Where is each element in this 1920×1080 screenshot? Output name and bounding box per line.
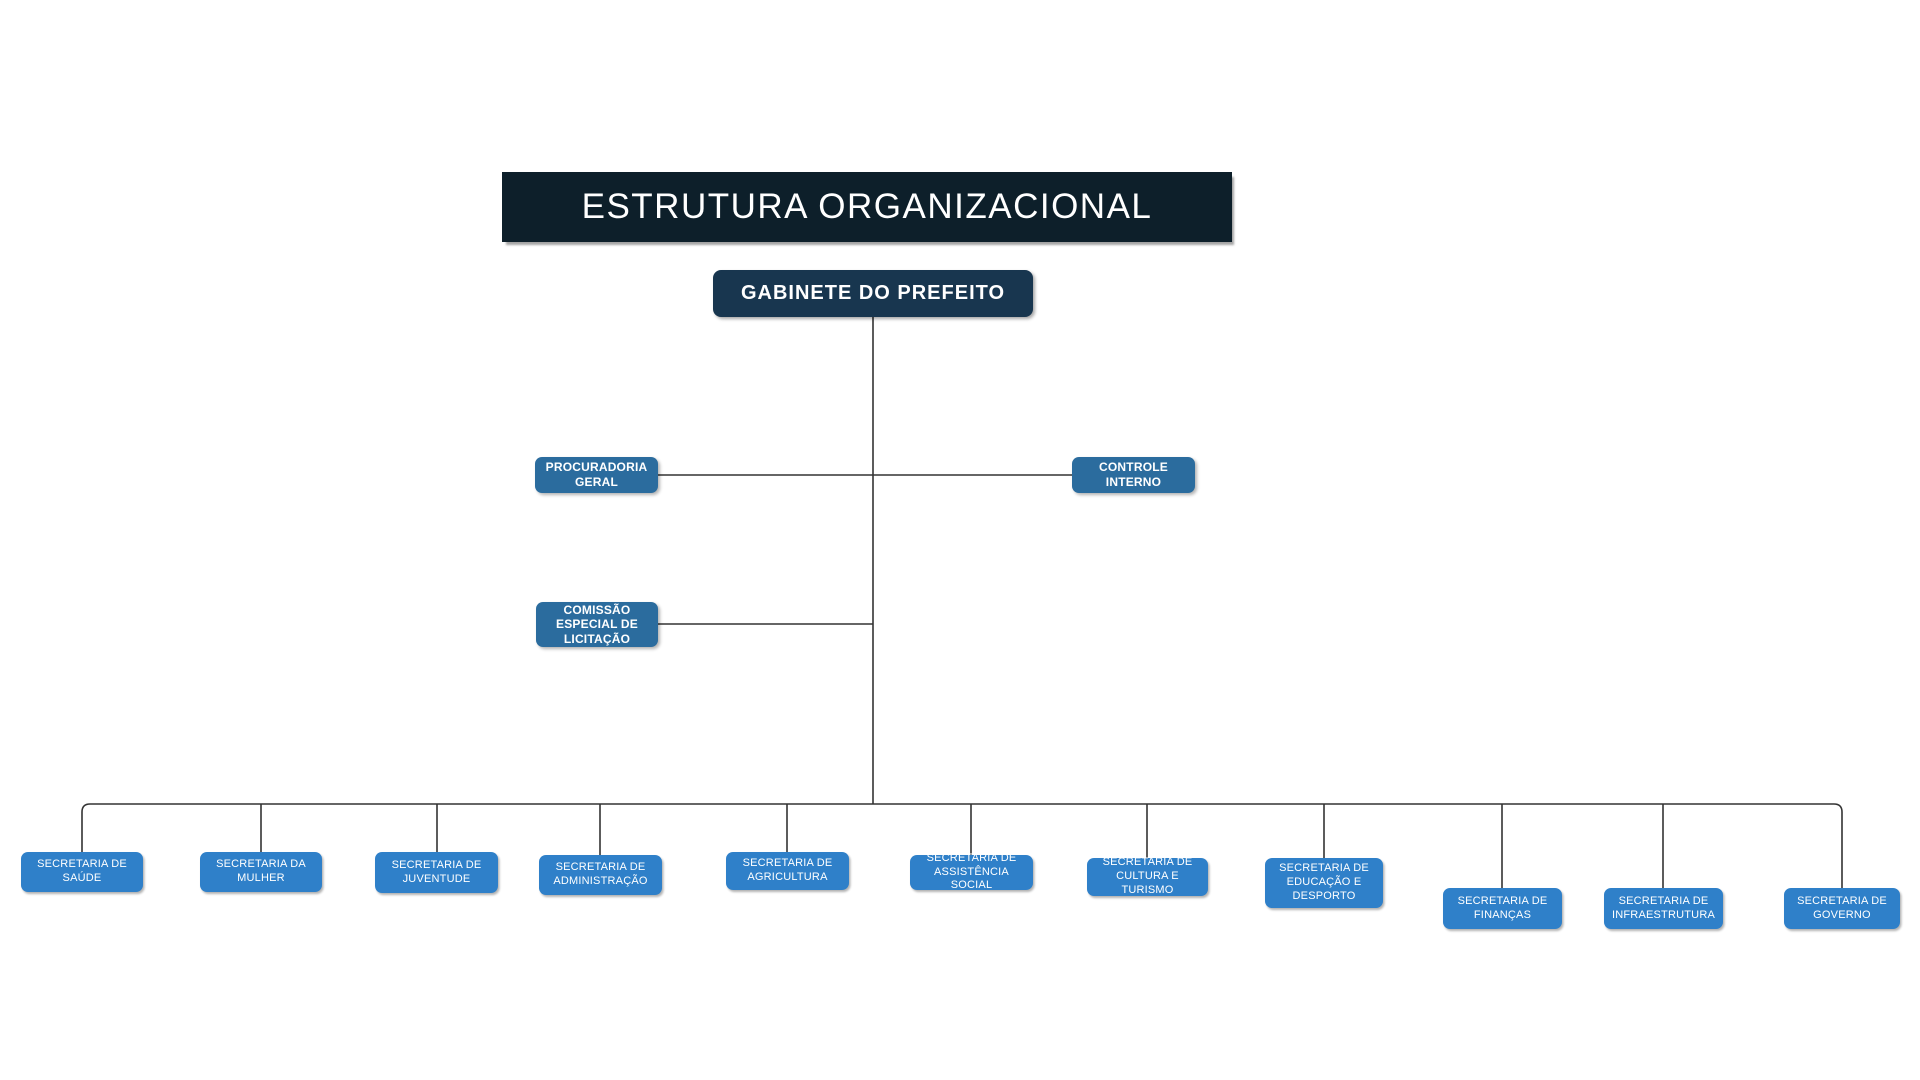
org-node-controle-interno: CONTROLE INTERNO xyxy=(1072,457,1195,493)
org-node-secretaria-de-saude: SECRETARIA DE SAÚDE xyxy=(21,852,143,892)
org-node-secretaria-de-assistencia-social: SECRETARIA DE ASSISTÊNCIA SOCIAL xyxy=(910,852,1033,891)
org-node-secretaria-de-governo: SECRETARIA DE GOVERNO xyxy=(1784,888,1900,929)
org-node-secretaria-de-cultura-e-turismo: SECRETARIA DE CULTURA E TURISMO xyxy=(1087,856,1208,896)
org-node-secretaria-de-educacao-e-desporto: SECRETARIA DE EDUCAÇÃO E DESPORTO xyxy=(1265,858,1383,908)
org-node-procuradoria-geral: PROCURADORIA GERAL xyxy=(535,457,658,493)
org-node-secretaria-de-administracao: SECRETARIA DE ADMINISTRAÇÃO xyxy=(539,855,662,895)
org-node-secretaria-de-financas: SECRETARIA DE FINANÇAS xyxy=(1443,888,1562,929)
org-node-secretaria-de-juventude: SECRETARIA DE JUVENTUDE xyxy=(375,852,498,893)
chart-title: ESTRUTURA ORGANIZACIONAL xyxy=(502,172,1232,242)
org-node-secretaria-de-infraestrutura: SECRETARIA DE INFRAESTRUTURA xyxy=(1604,888,1723,929)
org-node-secretaria-da-mulher: SECRETARIA DA MULHER xyxy=(200,852,322,892)
org-node-secretaria-de-agricultura: SECRETARIA DE AGRICULTURA xyxy=(726,852,849,890)
org-node-gabinete-do-prefeito: GABINETE DO PREFEITO xyxy=(713,270,1033,317)
org-node-comissao-especial-de-licitacao: COMISSÃO ESPECIAL DE LICITAÇÃO xyxy=(536,602,658,647)
